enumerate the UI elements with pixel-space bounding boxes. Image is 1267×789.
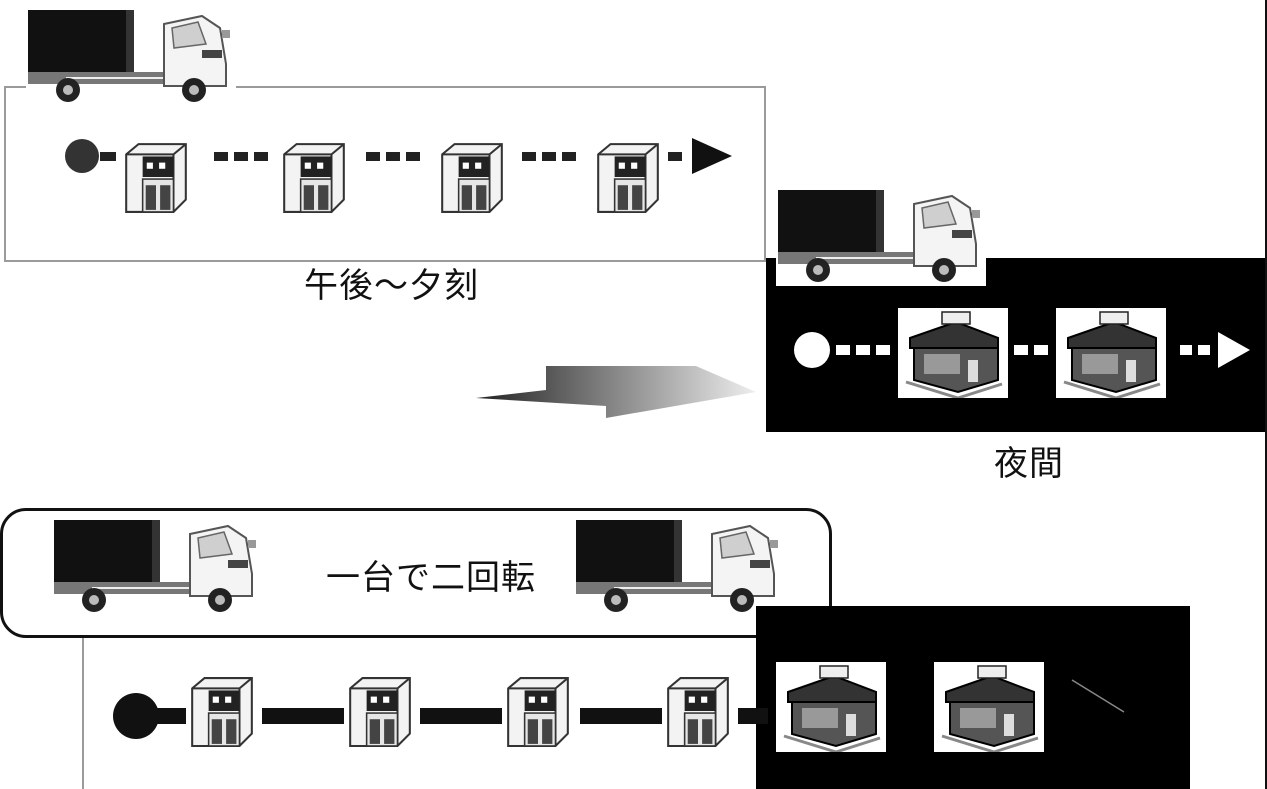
route-dashes-3 — [522, 152, 576, 161]
start-dot-icon — [65, 139, 99, 173]
afternoon-route-diagram — [0, 0, 770, 262]
delivery-truck-icon — [52, 516, 262, 616]
route-dash — [100, 152, 116, 161]
store-icon-3 — [442, 144, 502, 212]
delivery-truck-icon — [574, 516, 784, 616]
night-label: 夜間 — [994, 436, 1064, 485]
transition-arrow — [466, 360, 766, 430]
start-dot-icon — [794, 332, 830, 368]
night-dashes-2 — [1014, 345, 1048, 355]
start-dot-icon — [113, 693, 159, 739]
night-dashes-1 — [836, 345, 890, 355]
store-icon-1 — [126, 144, 186, 212]
shop-building-icon-2 — [1056, 308, 1166, 398]
night-route-diagram — [766, 258, 1266, 432]
night-dashes-3 — [1180, 345, 1210, 355]
arrow-head-icon — [692, 138, 732, 174]
store-icon-2 — [284, 144, 344, 212]
route-dashes-4 — [668, 152, 682, 161]
two-rotations-label: 一台で二回転 — [326, 550, 536, 599]
shop-building-icon-1 — [898, 308, 1008, 398]
combined-truck-2 — [574, 516, 784, 616]
store-icon-4 — [598, 144, 658, 212]
arrow-head-icon — [1218, 332, 1250, 368]
combined-truck-1 — [52, 516, 262, 616]
route-dashes-1 — [214, 152, 268, 161]
afternoon-label: 午後～夕刻 — [304, 258, 479, 307]
combined-route-diagram — [0, 636, 1190, 789]
route-dashes-2 — [366, 152, 420, 161]
